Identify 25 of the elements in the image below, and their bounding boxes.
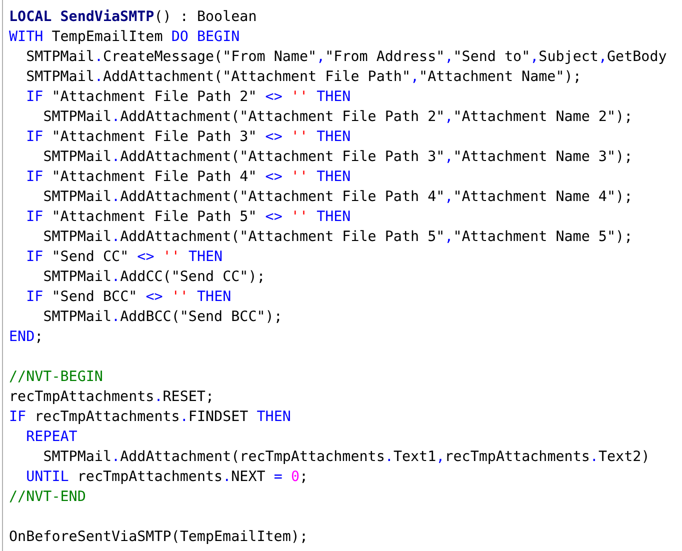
- code-line: SMTPMail.AddAttachment("Attachment File Path 5","Attachment Name 5");: [43, 228, 633, 247]
- code-line: SMTPMail.AddAttachment("Attachment File Path 2","Attachment Name 2");: [43, 108, 633, 127]
- code-line: SMTPMail.AddAttachment("Attachment File Path","Attachment Name");: [26, 68, 582, 87]
- code-line: IF "Attachment File Path 4" <> '' THEN: [26, 168, 351, 187]
- code-line: UNTIL recTmpAttachments.NEXT = 0;: [26, 468, 308, 487]
- code-line: REPEAT: [26, 428, 78, 447]
- code-line: IF "Send CC" <> '' THEN: [26, 248, 223, 267]
- code-line: OnBeforeSentViaSMTP(TempEmailItem);: [9, 528, 308, 547]
- code-line: IF "Attachment File Path 3" <> '' THEN: [26, 128, 351, 147]
- code-line: SMTPMail.AddCC("Send CC");: [43, 268, 266, 287]
- code-line: IF "Send BCC" <> '' THEN: [26, 288, 232, 307]
- code-line: //NVT-END: [9, 488, 86, 507]
- code-line: SMTPMail.AddBCC("Send BCC");: [43, 308, 282, 327]
- code-line: IF "Attachment File Path 5" <> '' THEN: [26, 208, 351, 227]
- code-line: SMTPMail.CreateMessage("From Name","From Address","Send to",Subject,GetBody: [26, 48, 667, 67]
- code-line: SMTPMail.AddAttachment("Attachment File Path 3","Attachment Name 3");: [43, 148, 633, 167]
- code-line: //NVT-BEGIN: [9, 368, 103, 387]
- code-line: WITH TempEmailItem DO BEGIN: [9, 28, 240, 47]
- code-line: recTmpAttachments.RESET;: [9, 388, 214, 407]
- code-line: END;: [9, 328, 44, 347]
- code-line: IF "Attachment File Path 2" <> '' THEN: [26, 88, 351, 107]
- code-line: LOCAL SendViaSMTP() : Boolean: [9, 8, 257, 27]
- code-line: SMTPMail.AddAttachment(recTmpAttachments.Text1,recTmpAttachments.Text2): [43, 448, 650, 467]
- code-line: IF recTmpAttachments.FINDSET THEN: [9, 408, 291, 427]
- code-line: SMTPMail.AddAttachment("Attachment File Path 4","Attachment Name 4");: [43, 188, 633, 207]
